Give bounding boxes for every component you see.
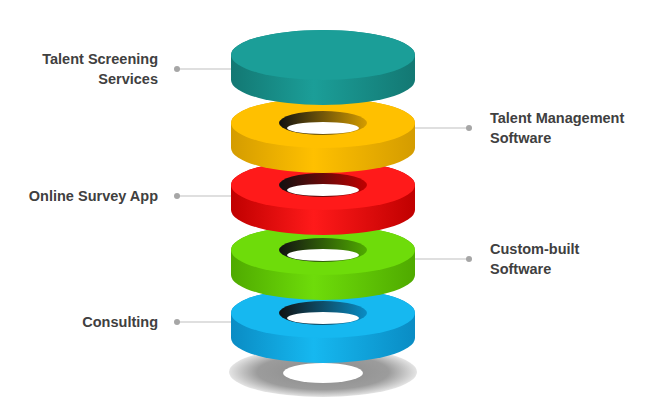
- disc-hole: [279, 301, 367, 325]
- leader-dot: [466, 125, 472, 131]
- shadow-hole: [283, 363, 363, 383]
- disc-top: [231, 98, 415, 148]
- disc-label: Custom-built Software: [490, 239, 640, 279]
- disc-top: [231, 225, 415, 275]
- hole-opening: [287, 184, 359, 196]
- disc-side: [231, 98, 415, 173]
- hole-opening: [287, 249, 359, 261]
- disc-shape: [231, 30, 415, 105]
- disc-shape: [231, 225, 415, 300]
- stack-disc: Talent Management Software: [231, 98, 415, 173]
- stack-disc: Talent Screening Services: [231, 30, 415, 105]
- leader-line: [177, 68, 231, 69]
- disc-side: [231, 160, 415, 235]
- disc-side: [231, 30, 415, 105]
- disc-hole: [279, 111, 367, 135]
- leader-dot: [174, 66, 180, 72]
- disc-label: Online Survey App: [8, 186, 158, 206]
- stack-disc: Custom-built Software: [231, 225, 415, 300]
- leader-line: [177, 195, 231, 196]
- disc-shape: [231, 98, 415, 173]
- disc-side: [231, 225, 415, 300]
- disc-label: Talent Management Software: [490, 108, 640, 148]
- leader-line: [177, 321, 231, 322]
- leader-dot: [466, 256, 472, 262]
- disc-top: [231, 288, 415, 338]
- disc-side: [231, 288, 415, 363]
- disc-top: [231, 160, 415, 210]
- leader-line: [415, 127, 469, 128]
- disc-label: Talent Screening Services: [8, 49, 158, 89]
- leader-dot: [174, 319, 180, 325]
- hole-opening: [287, 122, 359, 134]
- leader-dot: [174, 193, 180, 199]
- disc-top: [231, 30, 415, 80]
- disc-hole: [279, 238, 367, 262]
- leader-line: [415, 258, 469, 259]
- hole-opening: [287, 312, 359, 324]
- disc-hole: [279, 173, 367, 197]
- disc-label: Consulting: [8, 312, 158, 332]
